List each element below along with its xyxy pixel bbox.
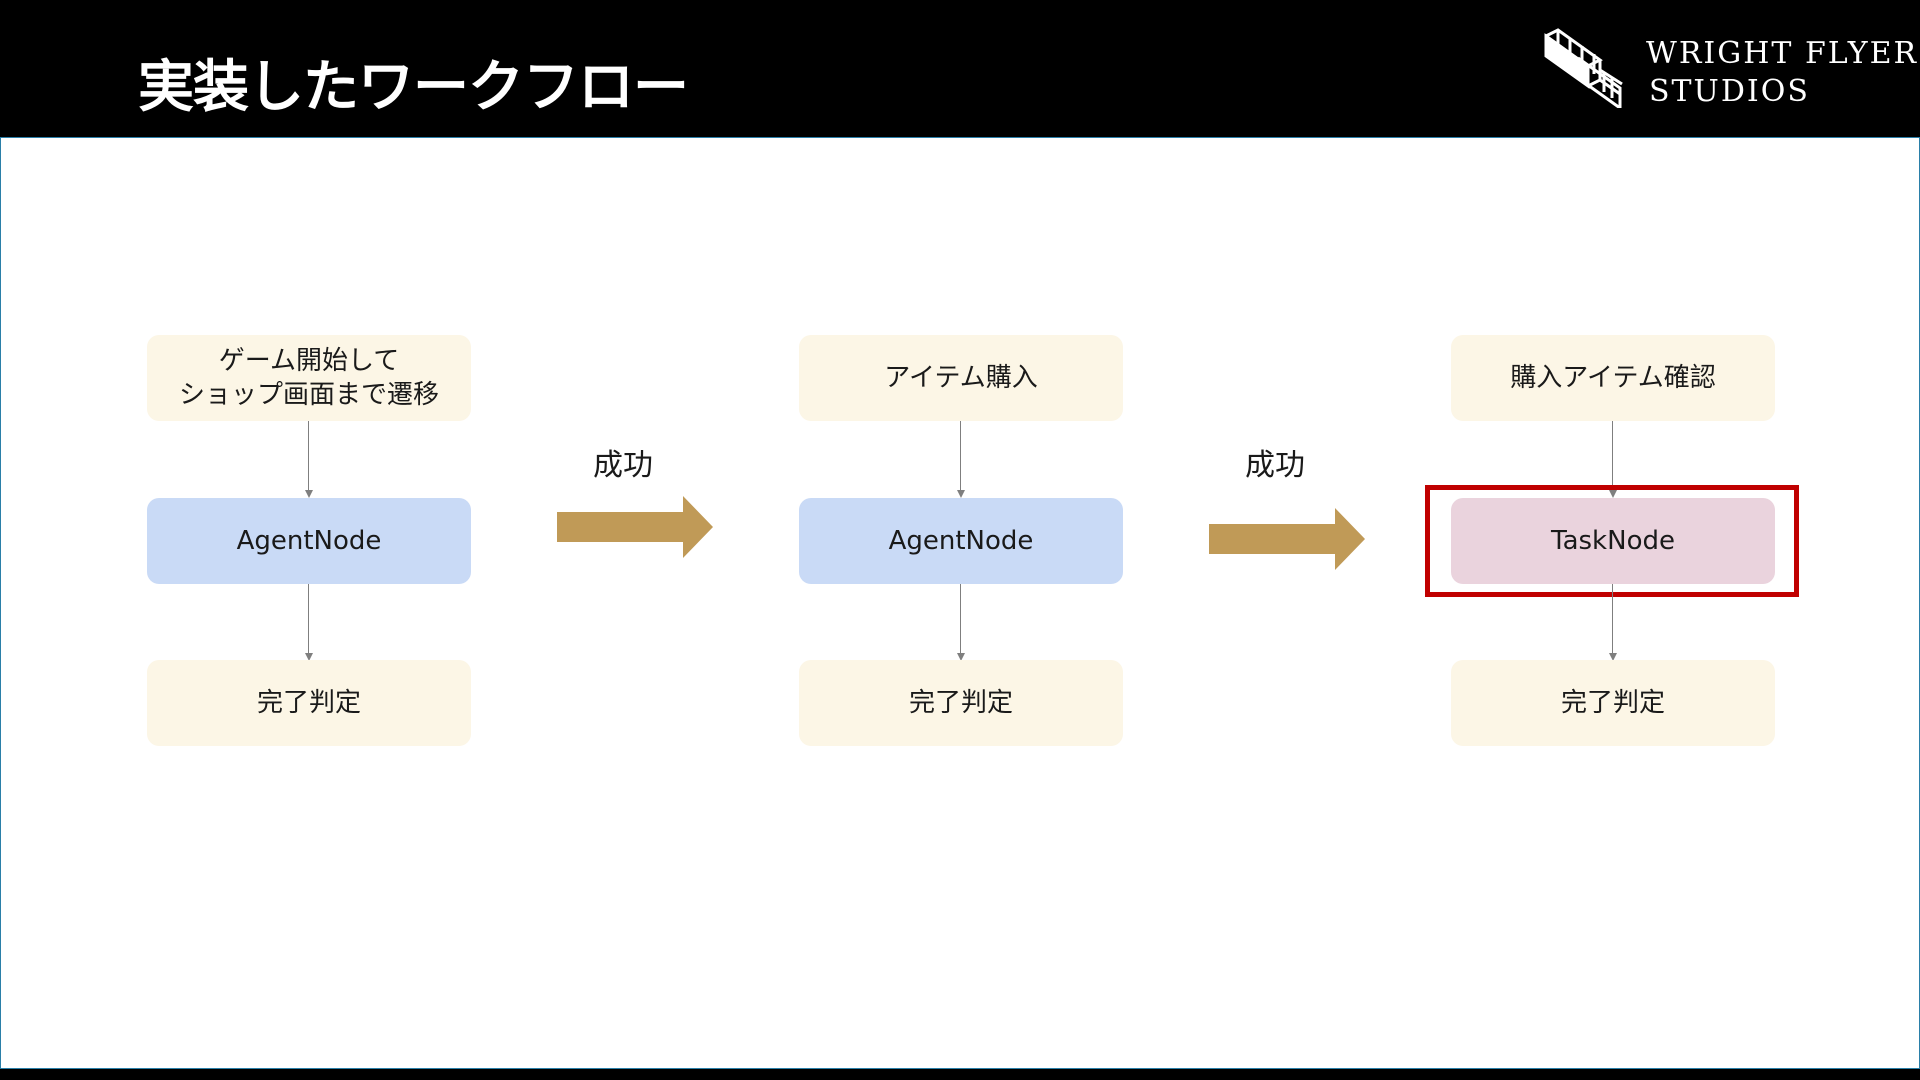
transition-label-1: 成功 (593, 448, 653, 483)
connector-line (308, 421, 309, 491)
connector-line (308, 584, 309, 654)
connector-arrowhead (957, 490, 965, 498)
connector-line (960, 584, 961, 654)
company-logo: WRIGHT FLYER STUDIOS (1538, 28, 1916, 112)
connector-arrowhead (1609, 653, 1617, 661)
agent-node-1: AgentNode (147, 498, 471, 584)
connector-arrowhead (1609, 490, 1617, 498)
logo-text-line1: WRIGHT FLYER (1646, 36, 1919, 71)
diagram-canvas: ゲーム開始して ショップ画面まで遷移 AgentNode 完了判定 成功 アイテ… (0, 137, 1920, 1069)
task-node: TaskNode (1451, 498, 1775, 584)
logo-text-line2: STUDIOS (1649, 74, 1810, 109)
connector-arrowhead (957, 653, 965, 661)
step-node-verify-item: 購入アイテム確認 (1451, 335, 1775, 421)
completion-check-node-3: 完了判定 (1451, 660, 1775, 746)
connector-line (1612, 421, 1613, 491)
transition-label-2: 成功 (1245, 448, 1305, 483)
completion-check-node-1: 完了判定 (147, 660, 471, 746)
biplane-logo-icon (1544, 28, 1623, 108)
connector-line (960, 421, 961, 491)
step-node-purchase-item: アイテム購入 (799, 335, 1123, 421)
step-node-start-game: ゲーム開始して ショップ画面まで遷移 (147, 335, 471, 421)
flow-arrow-icon (557, 496, 713, 558)
connector-arrowhead (305, 490, 313, 498)
header-bar: 実装したワークフロー WRIGHT FLYER STUDIOS (0, 0, 1920, 137)
connector-arrowhead (305, 653, 313, 661)
completion-check-node-2: 完了判定 (799, 660, 1123, 746)
highlight-box (1425, 485, 1799, 597)
agent-node-2: AgentNode (799, 498, 1123, 584)
flow-arrow-icon (1209, 508, 1365, 570)
connector-line (1612, 584, 1613, 654)
page-title: 実装したワークフロー (138, 55, 689, 120)
